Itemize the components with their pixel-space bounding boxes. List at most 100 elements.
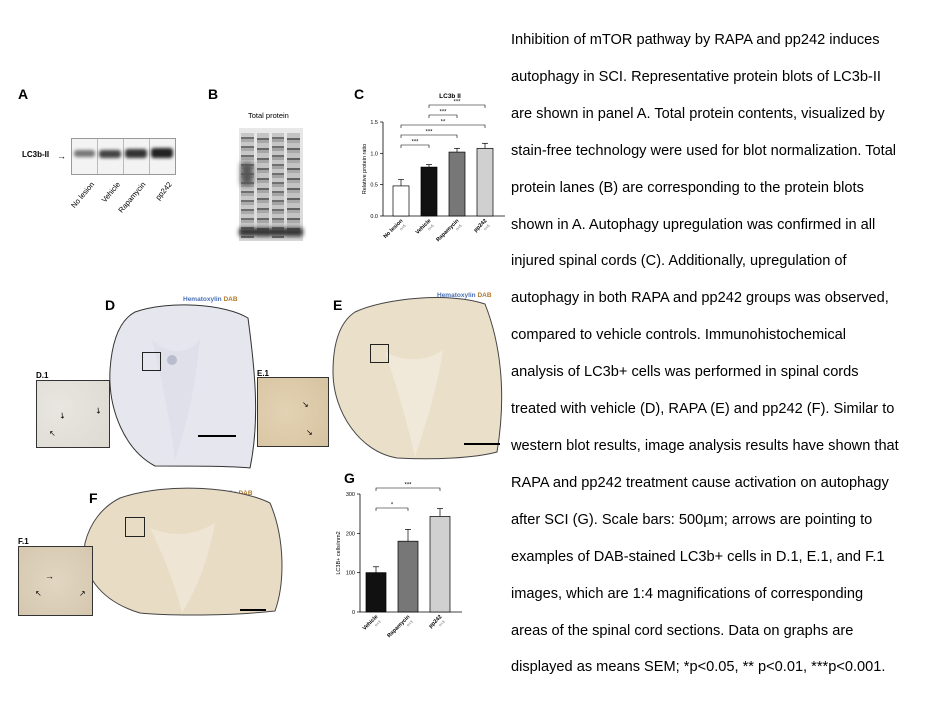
scale-bar <box>198 435 236 437</box>
y-axis-label: LC3B+ cells/mm2 <box>336 531 342 574</box>
caption-line: analysis of LC3b+ cells was performed in… <box>511 364 859 381</box>
caption-line: RAPA and pp242 treatment cause activatio… <box>511 474 889 491</box>
y-tick-label: 200 <box>346 531 355 537</box>
significance-bracket <box>375 507 409 511</box>
significance-label: *** <box>411 140 419 146</box>
significance-label: *** <box>439 110 447 116</box>
bar <box>476 147 494 217</box>
n-label: n=5 <box>399 224 406 231</box>
significance-bracket <box>428 104 486 108</box>
caption-line: are shown in panel A. Total protein cont… <box>511 105 885 122</box>
caption-line: displayed as means SEM; *p<0.05, ** p<0.… <box>511 659 886 676</box>
dab-label: DAB <box>477 292 492 299</box>
caption-line: western blot results, image analysis res… <box>511 437 899 454</box>
inset-label: E.1 <box>257 369 270 378</box>
lane-label: pp242 <box>153 180 174 202</box>
panel-e-letter: E <box>333 297 343 313</box>
significance-bracket <box>400 144 430 148</box>
n-label: n=3 <box>438 620 445 627</box>
caption-line: treated with vehicle (D), RAPA (E) and p… <box>511 401 895 418</box>
bar <box>397 540 419 613</box>
band-arrow: → <box>57 151 66 161</box>
band-label: LC3b-II <box>22 150 50 159</box>
bar <box>429 516 451 613</box>
n-label: n=5 <box>483 224 490 231</box>
caption-line: Inhibition of mTOR pathway by RAPA and p… <box>511 32 880 48</box>
caption-line: autophagy in SCI. Representative protein… <box>511 68 881 85</box>
significance-label: * <box>391 503 394 509</box>
hematoxylin-label: Hematoxylin <box>437 292 476 299</box>
n-label: n=3 <box>406 620 413 627</box>
caption-line: compared to vehicle controls. Immunohist… <box>511 327 846 344</box>
panel-g-letter: G <box>344 470 355 486</box>
dab-label: DAB <box>238 490 253 497</box>
y-tick-label: 0 <box>352 610 355 616</box>
scale-bar <box>240 609 266 611</box>
bar <box>448 151 466 217</box>
significance-label: *** <box>453 100 461 106</box>
caption-line: injured spinal cords (C). Additionally, … <box>511 253 847 270</box>
caption-line: examples of DAB-stained LC3b+ cells in D… <box>511 548 885 565</box>
y-tick-label: 0.0 <box>370 214 378 220</box>
blot-lane <box>72 139 98 174</box>
caption-line: protein lanes (B) are corresponding to t… <box>511 179 864 196</box>
blot-a <box>71 138 176 175</box>
inset-label: D.1 <box>36 371 49 380</box>
y-tick-label: 300 <box>346 492 355 498</box>
stain-key: Hematoxylin DAB <box>437 292 492 299</box>
inset-label: F.1 <box>18 537 29 546</box>
n-label: n=5 <box>427 224 434 231</box>
section-e <box>332 297 503 460</box>
inset-d1: ↘ ↘ ↖ <box>36 380 110 448</box>
dab-label: DAB <box>223 296 238 303</box>
n-label: n=5 <box>455 224 462 231</box>
bar <box>365 572 387 613</box>
scale-bar <box>464 443 500 445</box>
caption-line: after SCI (G). Scale bars: 500µm; arrows… <box>511 511 873 528</box>
caption-line: stain-free technology were used for blot… <box>511 142 897 159</box>
inset-e1: ↘ ↘ <box>257 377 329 447</box>
y-tick-label: 0.5 <box>370 183 378 189</box>
panel-d-letter: D <box>105 297 116 313</box>
y-axis-label: Relative protein ratio <box>362 144 368 194</box>
significance-bracket <box>428 114 458 118</box>
section-f <box>83 487 283 616</box>
significance-bracket <box>400 134 458 138</box>
magnify-box <box>142 352 161 371</box>
n-label: n=3 <box>374 620 381 627</box>
panel-f-letter: F <box>89 490 98 506</box>
significance-label: ** <box>441 120 446 126</box>
lane-label: No lesion <box>68 180 96 210</box>
lane-label: Vehicle <box>99 180 122 205</box>
significance-label: *** <box>404 483 412 489</box>
section-d <box>109 304 257 469</box>
magnify-box <box>370 344 389 363</box>
panel-b-letter: B <box>208 86 219 102</box>
caption-line: shown in A. Autophagy upregulation was c… <box>511 216 876 233</box>
bar <box>420 166 438 217</box>
y-tick-label: 1.0 <box>370 151 378 157</box>
inset-f1: → ↖ ↗ <box>18 546 93 616</box>
figure-caption: Inhibition of mTOR pathway by RAPA and p… <box>511 22 941 686</box>
panel-a-letter: A <box>18 86 29 102</box>
caption-line: areas of the spinal cord sections. Data … <box>511 622 854 639</box>
total-protein-gel <box>239 128 303 241</box>
stain-key: Hematoxylin DAB <box>183 296 238 303</box>
blot-lane <box>123 139 150 174</box>
total-protein-title: Total protein <box>248 111 289 120</box>
y-tick-label: 1.5 <box>370 120 378 126</box>
significance-label: *** <box>425 130 433 136</box>
bar <box>392 185 410 217</box>
panel-c-letter: C <box>354 86 365 102</box>
magnify-box <box>125 517 145 537</box>
caption-line: images, which are 1:4 magnifications of … <box>511 585 864 602</box>
significance-bracket <box>400 124 486 128</box>
chart-title: LC3b II <box>439 93 461 100</box>
significance-bracket <box>375 487 441 491</box>
blot-lane <box>149 139 175 174</box>
blot-lane <box>97 139 124 174</box>
caption-line: autophagy in both RAPA and pp242 groups … <box>511 290 889 307</box>
hematoxylin-label: Hematoxylin <box>183 296 222 303</box>
